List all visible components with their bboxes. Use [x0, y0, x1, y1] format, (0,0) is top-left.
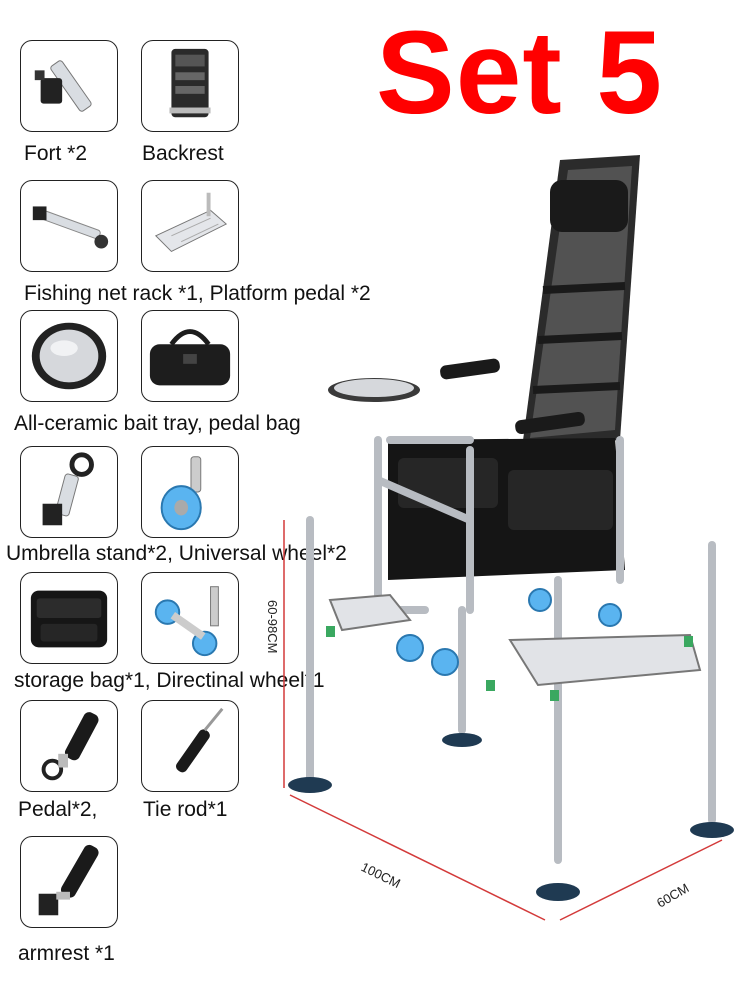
platform-pedal-icon [154, 192, 228, 253]
storage-bag-icon [30, 590, 108, 648]
caption-armrest: armrest *1 [18, 942, 115, 965]
umbrella-stand-thumbnail [20, 446, 118, 538]
dimension-length: 100CM [359, 859, 403, 891]
storage-bag-thumbnail [20, 572, 118, 664]
pedal-arm-icon [41, 712, 99, 781]
backrest-thumbnail [141, 40, 239, 132]
net-rack-thumbnail [20, 180, 118, 272]
pedal-arm-thumbnail [20, 700, 118, 792]
tie-rod-thumbnail [141, 700, 239, 792]
armrest-thumbnail [20, 836, 118, 928]
caption-pedal: Pedal*2, [18, 798, 98, 821]
caption-backrest: Backrest [142, 142, 224, 165]
caption-net-rack-pedal: Fishing net rack *1, Platform pedal *2 [24, 282, 371, 305]
caption-tie-rod: Tie rod*1 [143, 798, 228, 821]
backrest-icon [169, 48, 211, 118]
net-rack-icon [32, 206, 109, 249]
caption-fort: Fort *2 [24, 142, 88, 165]
chair-backrest [522, 155, 640, 448]
dimension-height: 60-98CM [265, 600, 280, 653]
pedal-bag-thumbnail [141, 310, 239, 402]
pedal-bag-icon [149, 329, 231, 386]
bait-tray-icon [31, 322, 107, 390]
armrest-icon [38, 844, 99, 916]
fishing-chair-illustration: 100CM 60CM 60-98CM [260, 140, 750, 1000]
caption-storage-direction: storage bag*1, Directinal wheel*1 [14, 669, 325, 692]
chair-seat-bag [388, 438, 625, 580]
directional-wheel-thumbnail [141, 572, 239, 664]
set-title: Set 5 [376, 7, 664, 139]
platform-pedal-thumbnail [141, 180, 239, 272]
universal-wheel-thumbnail [141, 446, 239, 538]
bait-tray-thumbnail [20, 310, 118, 402]
caption-bait-tray-bag: All-ceramic bait tray, pedal bag [14, 412, 301, 435]
universal-wheel-icon [160, 456, 202, 531]
dimension-width: 60CM [654, 880, 692, 910]
fort-clamp-icon [34, 60, 92, 112]
umbrella-stand-icon [42, 452, 94, 526]
fort-clamp-thumbnail [20, 40, 118, 132]
caption-umbrella-wheel: Umbrella stand*2, Universal wheel*2 [6, 542, 347, 565]
directional-wheel-icon [154, 586, 219, 657]
tie-rod-icon [176, 707, 224, 773]
